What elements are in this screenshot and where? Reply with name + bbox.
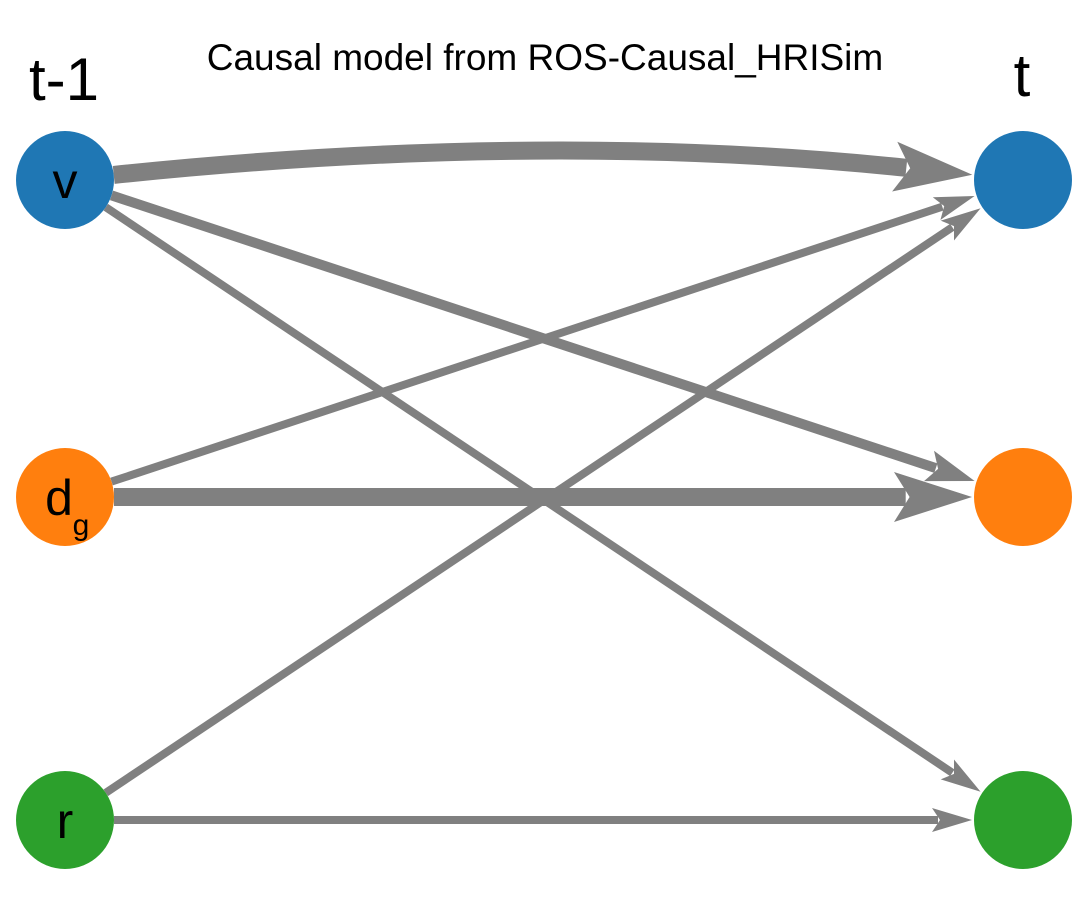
node-label: r (57, 793, 74, 849)
arrow-head (932, 808, 972, 832)
edge-line (112, 141, 908, 184)
edge-r-to-r (114, 808, 972, 832)
node-past-r: r (16, 771, 114, 869)
edge-d_g-to-v (110, 196, 975, 486)
node-circle (974, 131, 1072, 229)
edge-line (109, 190, 938, 473)
edge-r-to-v (103, 208, 981, 797)
arrow-head (932, 196, 975, 220)
node-circle (16, 131, 114, 229)
node-present-d_g (974, 448, 1072, 546)
arrow-head (940, 759, 981, 792)
edges-layer (103, 141, 981, 832)
node-label: d (45, 470, 73, 526)
edge-d_g-to-d_g (114, 472, 972, 522)
time-label-past: t-1 (29, 46, 99, 113)
edge-line (103, 223, 955, 797)
node-present-v (974, 131, 1072, 229)
edge-v-to-v (112, 141, 973, 192)
node-circle (16, 771, 114, 869)
node-past-v: v (16, 131, 114, 229)
edge-line (110, 202, 944, 486)
node-present-r (974, 771, 1072, 869)
node-circle (16, 448, 114, 546)
arrow-head (894, 472, 972, 522)
arrow-head (924, 450, 975, 482)
time-label-present: t (1014, 42, 1031, 109)
node-circle (974, 448, 1072, 546)
node-label: v (53, 153, 78, 209)
arrow-head (892, 141, 973, 192)
arrow-head (940, 208, 981, 241)
node-circle (974, 771, 1072, 869)
diagram-title: Causal model from ROS-Causal_HRISim (207, 37, 883, 78)
edge-v-to-d_g (109, 190, 975, 482)
node-label-subscript: g (73, 509, 90, 542)
